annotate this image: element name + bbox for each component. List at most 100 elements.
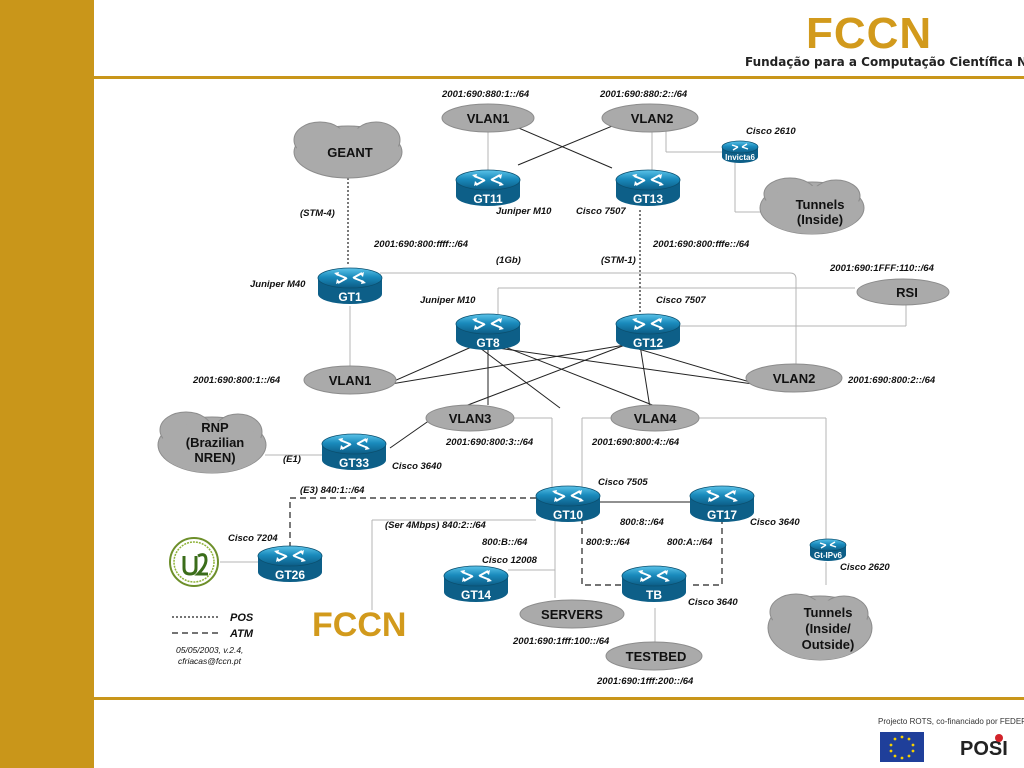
tunnels-inout-line1: Tunnels (804, 605, 853, 620)
gt10-model: Cisco 7505 (598, 477, 648, 488)
legend: POS ATM 05/05/2003, v.2.4, cfriacas@fccn… (172, 612, 254, 666)
gt14-model: Cisco 12008 (482, 555, 538, 566)
p800-9-label: 800:9::/64 (586, 537, 631, 548)
gt12-model: Cisco 7507 (656, 295, 706, 306)
project-note: Projecto ROTS, co-financiado por FEDER (878, 717, 1024, 726)
e3-label: (E3) 840:1::/64 (300, 485, 365, 496)
legend-author: cfriacas@fccn.pt (178, 656, 242, 666)
gt26-model: Cisco 7204 (228, 533, 278, 544)
gb1-label: (1Gb) (496, 255, 521, 266)
p800-b-label: 800:B::/64 (482, 537, 528, 548)
tb-model: Cisco 3640 (688, 597, 738, 608)
posi-logo: POSI (960, 738, 1008, 760)
cloud-testbed: TESTBED (605, 641, 703, 671)
stm1-label: (STM-1) (601, 255, 636, 266)
e1-label: (E1) (283, 454, 301, 465)
router-gtipv6: Gt-IPv6 (809, 538, 847, 562)
tunnels-inside-line1: Tunnels (796, 197, 845, 212)
gt14-label: GT14 (461, 588, 491, 602)
router-gt12: GT12 (615, 313, 681, 351)
router-gt1: GT1 (317, 267, 383, 305)
vlan1-top-label: VLAN1 (467, 111, 510, 126)
cloud-geant: GEANT (293, 121, 403, 179)
left-gold-band (0, 0, 94, 768)
router-gt13: GT13 (615, 169, 681, 207)
testbed-prefix: 2001:690:1fff:200::/64 (596, 676, 694, 687)
gt11-label: GT11 (473, 192, 503, 206)
cisco2610-label: Cisco 2610 (746, 126, 796, 137)
ser4-label: (Ser 4Mbps) 840:2::/64 (385, 520, 487, 531)
rnp-line3: NREN) (194, 450, 235, 465)
router-gt17: GT17 (689, 485, 755, 523)
gt17-model: Cisco 3640 (750, 517, 800, 528)
pos-links (347, 178, 641, 314)
invicta6-label: Invicta6 (725, 153, 755, 162)
gtipv6-model: Cisco 2620 (840, 562, 890, 573)
network-labels: 2001:690:880:1::/64 2001:690:880:2::/64 … (192, 89, 936, 687)
link-lines (220, 119, 907, 645)
gt13-label: GT13 (633, 192, 663, 206)
router-gt10: GT10 (535, 485, 601, 523)
gt1-label: GT1 (338, 290, 362, 304)
rnp-line2: (Brazilian (186, 435, 245, 450)
gt10-label: GT10 (553, 508, 583, 522)
gt13-model: Cisco 7507 (576, 206, 626, 217)
gt17-label: GT17 (707, 508, 737, 522)
footer-logos: Projecto ROTS, co-financiado por FEDER P… (878, 717, 1024, 762)
router-gt8: GT8 (455, 313, 521, 351)
legend-atm: ATM (229, 628, 254, 640)
vlan2-top-label: VLAN2 (631, 111, 674, 126)
org-name: Fundação para a Computação Científica Na… (745, 55, 1024, 69)
geant-label: GEANT (327, 145, 373, 160)
tunnels-inside-line2: (Inside) (797, 212, 843, 227)
partner-round-logo (169, 537, 219, 587)
p800-a-label: 800:A::/64 (667, 537, 713, 548)
rnp-line1: RNP (201, 420, 229, 435)
gt33-label: GT33 (339, 456, 369, 470)
tb-label: TB (646, 588, 662, 602)
vlan1-top-prefix: 2001:690:880:1::/64 (441, 89, 530, 100)
router-gt14: GT14 (443, 565, 509, 603)
cloud-vlan4: VLAN4 (610, 404, 700, 432)
tunnels-inout-line2: (Inside/ (805, 621, 851, 636)
cloud-vlan2-mid: VLAN2 (745, 363, 843, 393)
gt33-model: Cisco 3640 (392, 461, 442, 472)
fccn-logo-text: FCCN (806, 9, 932, 58)
gt8-label: GT8 (476, 336, 500, 350)
footer-divider (0, 697, 1024, 700)
vlan3-prefix: 2001:690:800:3::/64 (445, 437, 534, 448)
gt1-model: Juniper M40 (250, 279, 306, 290)
header-divider (0, 76, 1024, 79)
cloud-tunnels-inout: Tunnels (Inside/ Outside) (767, 593, 873, 661)
cloud-rnp: RNP (Brazilian NREN) (157, 411, 267, 474)
legend-pos: POS (230, 612, 254, 624)
gt11-model: Juniper M10 (496, 206, 552, 217)
vlan4-label: VLAN4 (634, 411, 677, 426)
router-gt33: GT33 (321, 433, 387, 471)
gtipv6-label: Gt-IPv6 (814, 551, 843, 560)
posi-dot-icon (995, 734, 1003, 742)
cloud-vlan1-mid: VLAN1 (303, 365, 397, 395)
fccn-bottom-logo: FCCN (312, 606, 406, 644)
router-tb: TB (621, 565, 687, 603)
fccn-header-logo: FCCN Fundação para a Computação Científi… (745, 9, 1024, 69)
gt8-model: Juniper M10 (420, 295, 476, 306)
legend-date: 05/05/2003, v.2.4, (176, 645, 243, 655)
stm4-label: (STM-4) (300, 208, 335, 219)
vlan2-mid-prefix: 2001:690:800:2::/64 (847, 375, 936, 386)
testbed-label: TESTBED (626, 649, 687, 664)
vlan2-mid-label: VLAN2 (773, 371, 816, 386)
servers-label: SERVERS (541, 607, 603, 622)
vlan1-mid-prefix: 2001:690:800:1::/64 (192, 375, 281, 386)
cloud-vlan1-top: VLAN1 (441, 103, 535, 133)
router-invicta6: Invicta6 (721, 140, 759, 164)
gt12-label: GT12 (633, 336, 663, 350)
p800-8-label: 800:8::/64 (620, 517, 665, 528)
vlan4-prefix: 2001:690:800:4::/64 (591, 437, 680, 448)
cloud-rsi: RSI (856, 278, 950, 306)
tunnels-inout-line3: Outside) (802, 637, 855, 652)
cloud-tunnels-inside: Tunnels (Inside) (759, 177, 865, 235)
gt12-prefix: 2001:690:800:fffe::/64 (652, 239, 750, 250)
gt1-prefix: 2001:690:800:ffff::/64 (373, 239, 469, 250)
